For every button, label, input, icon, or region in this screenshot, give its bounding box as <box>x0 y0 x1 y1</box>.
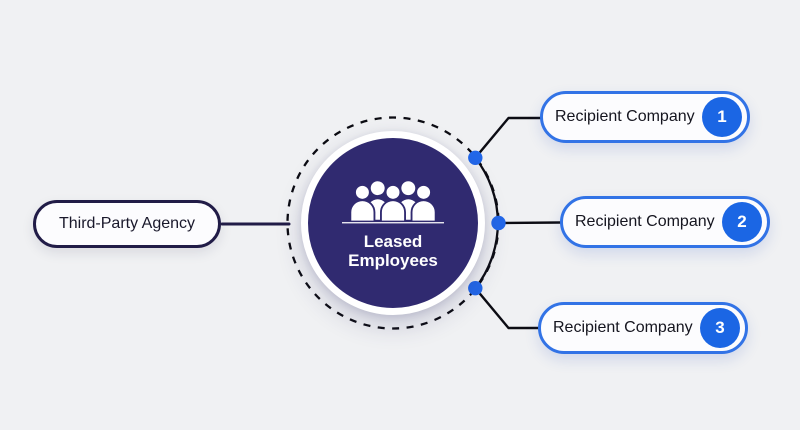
recipient-3-number-badge: 3 <box>700 308 740 348</box>
recipient-2-number-badge: 2 <box>722 202 762 242</box>
node-recipient-company-1: Recipient Company 1 <box>540 91 750 143</box>
node-recipient-company-2: Recipient Company 2 <box>560 196 770 248</box>
recipient-3-label: Recipient Company <box>553 319 693 336</box>
recipient-2-label: Recipient Company <box>575 213 715 230</box>
people-group-icon <box>342 181 444 224</box>
recipient-1-label: Recipient Company <box>555 108 695 125</box>
recipient-1-number-badge: 1 <box>702 97 742 137</box>
connector-line-1 <box>474 116 543 159</box>
left-node-label: Third-Party Agency <box>58 215 196 232</box>
node-third-party-agency: Third-Party Agency <box>33 200 221 248</box>
connector-dot-1 <box>468 150 483 165</box>
connector-line-3 <box>474 287 542 330</box>
connector-line-2 <box>497 221 563 225</box>
connector-dot-3 <box>468 281 483 296</box>
center-node: Leased Employees <box>301 131 485 315</box>
node-recipient-company-3: Recipient Company 3 <box>538 302 748 354</box>
center-node-label: Leased Employees <box>348 232 438 270</box>
connector-dot-2 <box>491 215 506 231</box>
